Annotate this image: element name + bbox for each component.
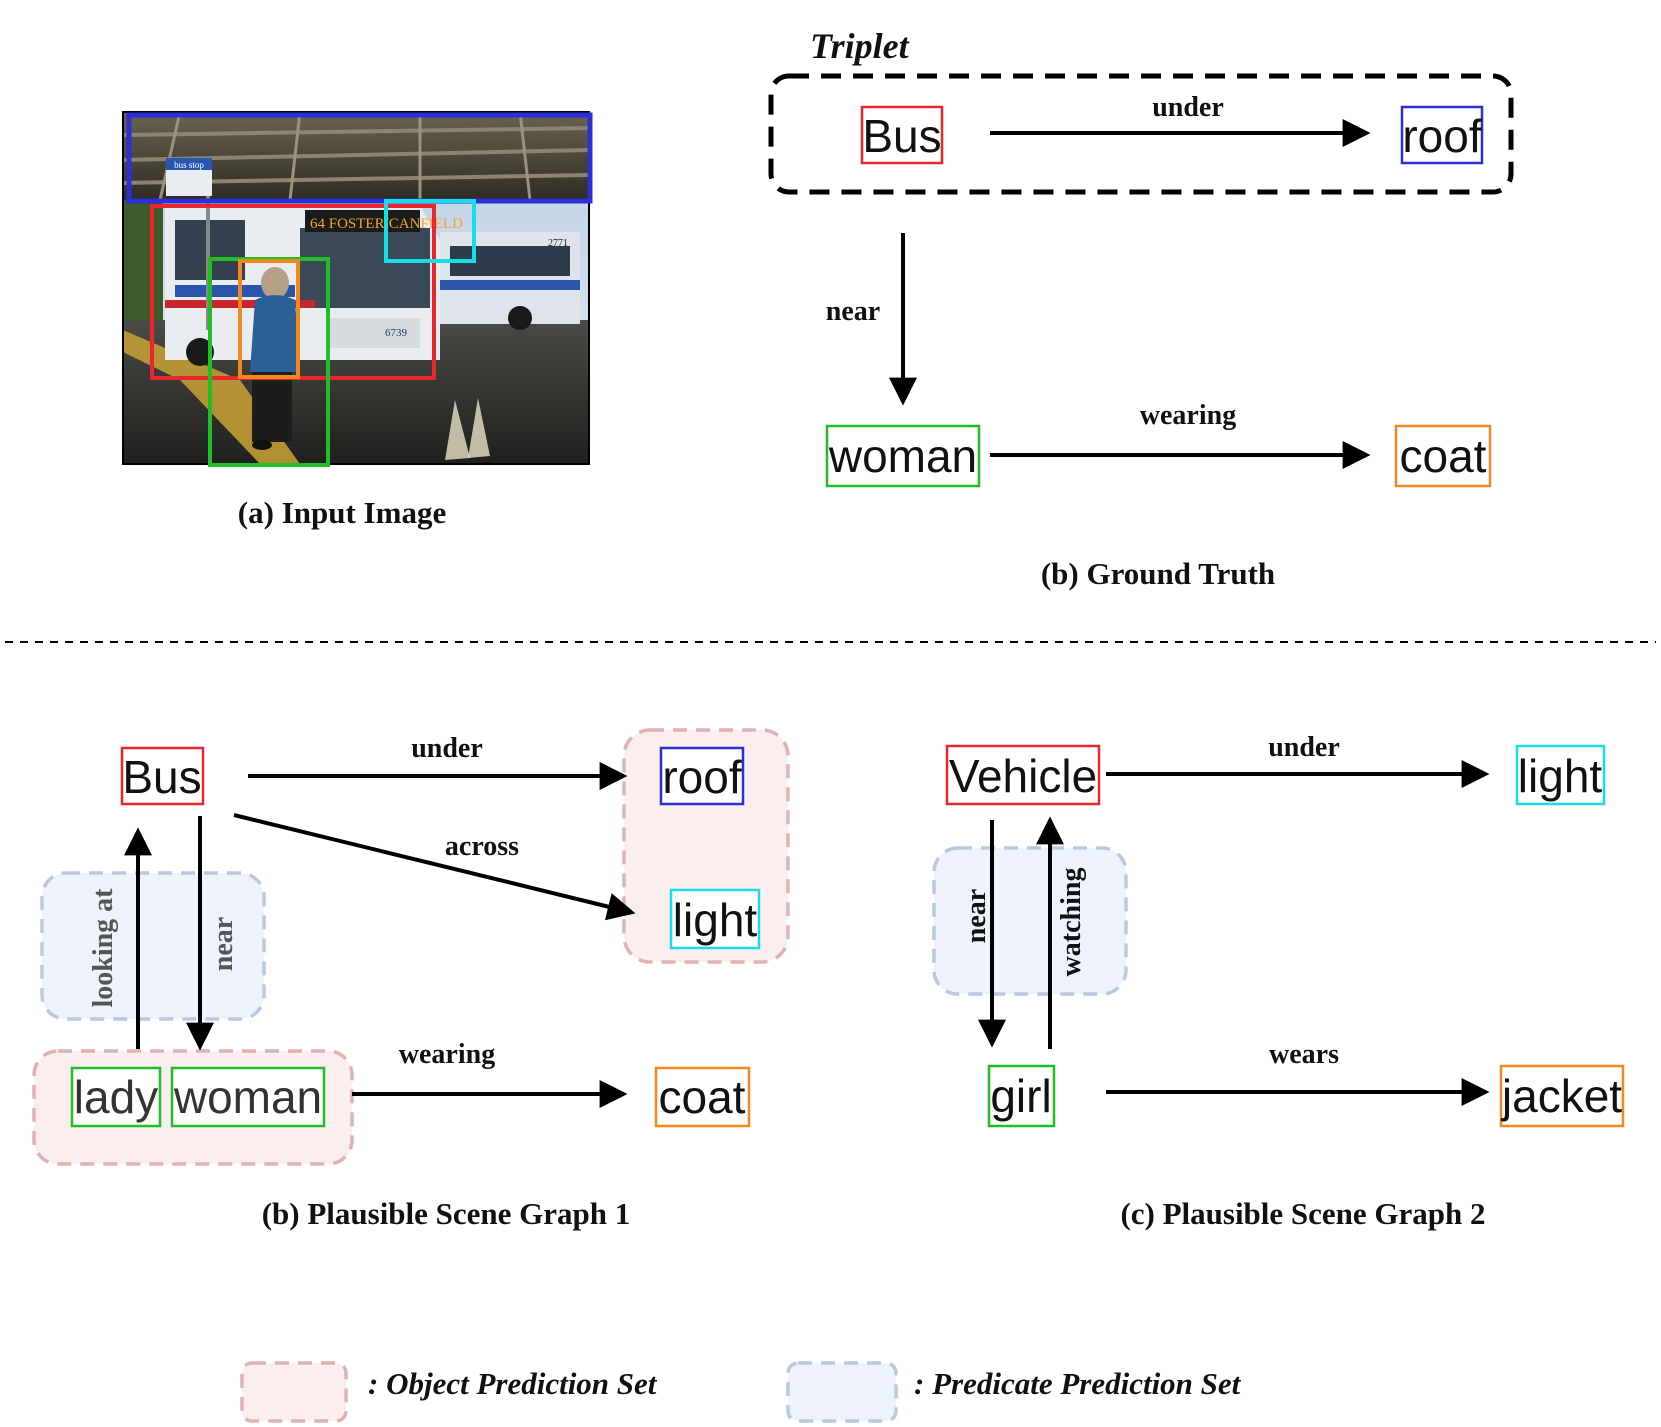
- g2-edge-watching-label: watching: [1056, 868, 1087, 977]
- gt-edge-under-label: under: [1152, 92, 1224, 123]
- gt-node-coat: coat: [1394, 424, 1492, 488]
- g2-node-vehicle-label: Vehicle: [949, 750, 1097, 802]
- g1-node-coat: coat: [654, 1066, 751, 1128]
- scene-graph-1-panel: Bus roof light lady woman coat under acr…: [32, 728, 790, 1231]
- g2-node-girl-label: girl: [990, 1070, 1051, 1122]
- g2-edge-wears-label: wears: [1269, 1039, 1339, 1070]
- gt-node-coat-label: coat: [1400, 430, 1487, 482]
- scene-graph-1-caption: (b) Plausible Scene Graph 1: [262, 1196, 631, 1231]
- g1-node-bus-label: Bus: [122, 751, 201, 803]
- g1-node-light-label: light: [673, 894, 758, 946]
- legend-object-set-label: : Object Prediction Set: [368, 1366, 658, 1401]
- g2-node-light: light: [1515, 744, 1606, 806]
- g1-node-roof: roof: [659, 746, 745, 806]
- bus-stop-sign-text: bus stop: [174, 160, 204, 170]
- g2-node-jacket: jacket: [1499, 1064, 1625, 1128]
- gt-node-roof: roof: [1400, 105, 1484, 165]
- legend-predicate-set-label: : Predicate Prediction Set: [914, 1366, 1242, 1401]
- ground-truth-panel: Triplet Bus roof woman coat under near w…: [768, 26, 1514, 591]
- gt-node-bus-label: Bus: [862, 110, 941, 162]
- bus-number: 6739: [385, 327, 408, 339]
- gt-node-roof-label: roof: [1402, 110, 1481, 162]
- light-detection-box: [384, 199, 476, 263]
- ground-truth-caption: (b) Ground Truth: [1041, 556, 1275, 591]
- second-bus-number: 2771: [548, 238, 568, 249]
- g1-node-lady-label: lady: [74, 1071, 158, 1123]
- g1-node-woman: woman: [170, 1066, 326, 1128]
- g1-edge-wearing-label: wearing: [399, 1039, 495, 1070]
- g2-node-light-label: light: [1518, 750, 1603, 802]
- coat-detection-box: [238, 259, 300, 379]
- roof-detection-box: [126, 112, 593, 204]
- g1-edge-near-label: near: [208, 917, 239, 971]
- input-image-panel: 64 FOSTER/CANFIELD 6739 2771 bus stop: [122, 111, 593, 530]
- scene-graph-2-panel: Vehicle light girl jacket under near wat…: [932, 732, 1625, 1231]
- gt-node-bus: Bus: [860, 105, 944, 165]
- legend-object-set-swatch: [240, 1361, 348, 1423]
- g1-predicate-set: [40, 871, 266, 1021]
- g1-edge-looking-at-label: looking at: [88, 888, 119, 1008]
- g1-node-roof-label: roof: [662, 751, 741, 803]
- input-image-caption: (a) Input Image: [238, 495, 446, 530]
- g1-edge-across-label: across: [445, 831, 519, 862]
- triplet-title: Triplet: [810, 26, 910, 66]
- g2-node-vehicle: Vehicle: [945, 744, 1101, 806]
- g1-edge-under-label: under: [411, 733, 483, 764]
- g1-node-lady: lady: [70, 1066, 162, 1128]
- g1-node-woman-label: woman: [173, 1071, 322, 1123]
- gt-edge-near-label: near: [826, 296, 880, 327]
- gt-node-woman-label: woman: [828, 430, 977, 482]
- legend-predicate-set-swatch: [786, 1361, 898, 1423]
- g2-node-jacket-label: jacket: [1500, 1070, 1622, 1122]
- g1-edge-across-arrow: [233, 813, 636, 921]
- g2-node-girl: girl: [987, 1064, 1056, 1128]
- g2-predicate-set: [932, 846, 1128, 996]
- g1-node-light: light: [669, 888, 761, 950]
- g2-edge-under-label: under: [1268, 732, 1340, 763]
- scene-graph-2-caption: (c) Plausible Scene Graph 2: [1120, 1196, 1485, 1231]
- g2-edge-near-label: near: [961, 889, 992, 943]
- gt-node-woman: woman: [825, 424, 981, 488]
- gt-edge-wearing-label: wearing: [1140, 400, 1236, 431]
- g1-node-bus: Bus: [120, 746, 205, 806]
- legend: : Object Prediction Set : Predicate Pred…: [240, 1361, 1242, 1423]
- triplet-frame: [768, 73, 1514, 195]
- g1-node-coat-label: coat: [659, 1071, 746, 1123]
- input-photo: 64 FOSTER/CANFIELD 6739 2771 bus stop: [122, 111, 590, 465]
